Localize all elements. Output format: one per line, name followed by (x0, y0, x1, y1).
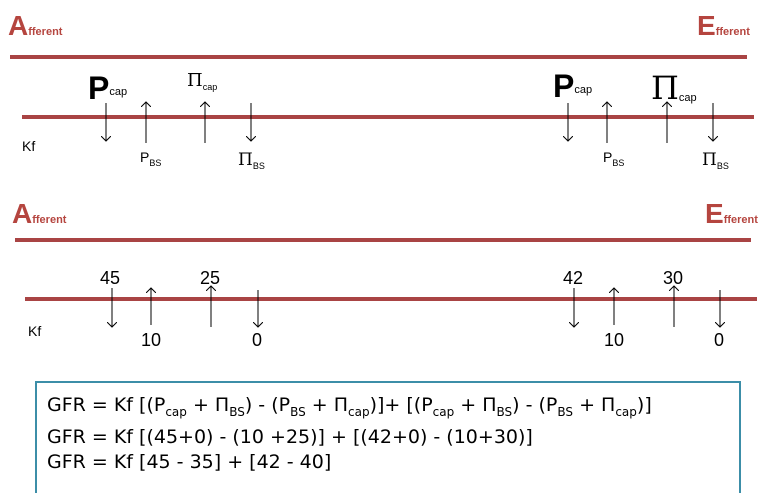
kf-label-bottom: Kf (28, 323, 42, 339)
value-p-cap-right: 42 (563, 268, 584, 288)
value-pi-bs-right: 0 (714, 330, 725, 350)
capillary-line-top (22, 115, 754, 119)
value-pi-bs-left: 0 (252, 330, 263, 350)
value-pi-cap-right: 30 (663, 268, 684, 288)
p-cap-label-left: Pcap (88, 70, 128, 106)
value-pi-cap-left: 25 (200, 268, 221, 288)
kf-label-top: Kf (22, 138, 36, 154)
pi-bs-label-right: ΠBS (702, 150, 729, 171)
value-p-bs-right: 10 (604, 330, 625, 350)
p-bs-label-left: PBS (140, 149, 162, 168)
pi-cap-label-right: Πcap (651, 69, 697, 107)
capillary-line-bottom (25, 297, 757, 301)
afferent-efferent-line-top (10, 55, 747, 59)
p-cap-label-right: Pcap (553, 68, 593, 104)
gfr-formula-box: GFR = Kf [(Pcap + ΠBS) - (PBS + Πcap)]+ … (35, 381, 741, 493)
efferent-label-bottom: Efferent (705, 198, 758, 229)
value-p-bs-left: 10 (141, 330, 162, 350)
afferent-label-bottom: Afferent (12, 198, 67, 229)
pi-cap-label-left: Πcap (187, 70, 218, 92)
formula-line-1: GFR = Kf [(Pcap + ΠBS) - (PBS + Πcap)]+ … (47, 394, 652, 419)
formula-line-3: GFR = Kf [45 - 35] + [42 - 40] (47, 451, 332, 473)
pi-bs-label-left: ΠBS (238, 150, 265, 171)
value-p-cap-left: 45 (100, 268, 121, 288)
formula-line-2: GFR = Kf [(45+0) - (10 +25)] + [(42+0) -… (47, 426, 533, 448)
force-arrows (0, 0, 761, 380)
afferent-efferent-line-bottom (15, 238, 751, 242)
p-bs-label-right: PBS (603, 149, 625, 168)
afferent-label-top: Afferent (8, 10, 63, 41)
efferent-label-top: Efferent (697, 10, 750, 41)
